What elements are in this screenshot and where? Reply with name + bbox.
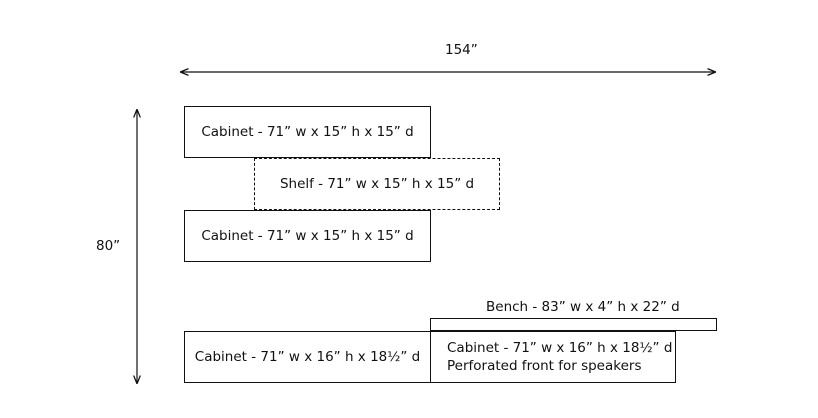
height-label: 80”	[96, 238, 121, 254]
bottom-right-cabinet-label: Cabinet - 71” w x 16” h x 18½” d	[447, 340, 673, 356]
bottom-right-cabinet-box: Cabinet - 71” w x 16” h x 18½” d Perfora…	[430, 331, 676, 383]
shelf-box: Shelf - 71” w x 15” h x 15” d	[254, 158, 500, 210]
shelf-label: Shelf - 71” w x 15” h x 15” d	[279, 176, 475, 192]
bottom-left-cabinet-box: Cabinet - 71” w x 16” h x 18½” d	[184, 331, 431, 383]
top-cabinet-box: Cabinet - 71” w x 15” h x 15” d	[184, 106, 431, 158]
speaker-note-label: Perforated front for speakers	[447, 358, 642, 374]
top-cabinet-label: Cabinet - 71” w x 15” h x 15” d	[201, 124, 414, 140]
middle-cabinet-label: Cabinet - 71” w x 15” h x 15” d	[201, 228, 414, 244]
middle-cabinet-box: Cabinet - 71” w x 15” h x 15” d	[184, 210, 431, 262]
bottom-left-cabinet-label: Cabinet - 71” w x 16” h x 18½” d	[194, 349, 421, 365]
bench-box	[430, 318, 717, 331]
width-label: 154”	[445, 42, 478, 58]
bench-label: Bench - 83” w x 4” h x 22” d	[486, 299, 680, 315]
